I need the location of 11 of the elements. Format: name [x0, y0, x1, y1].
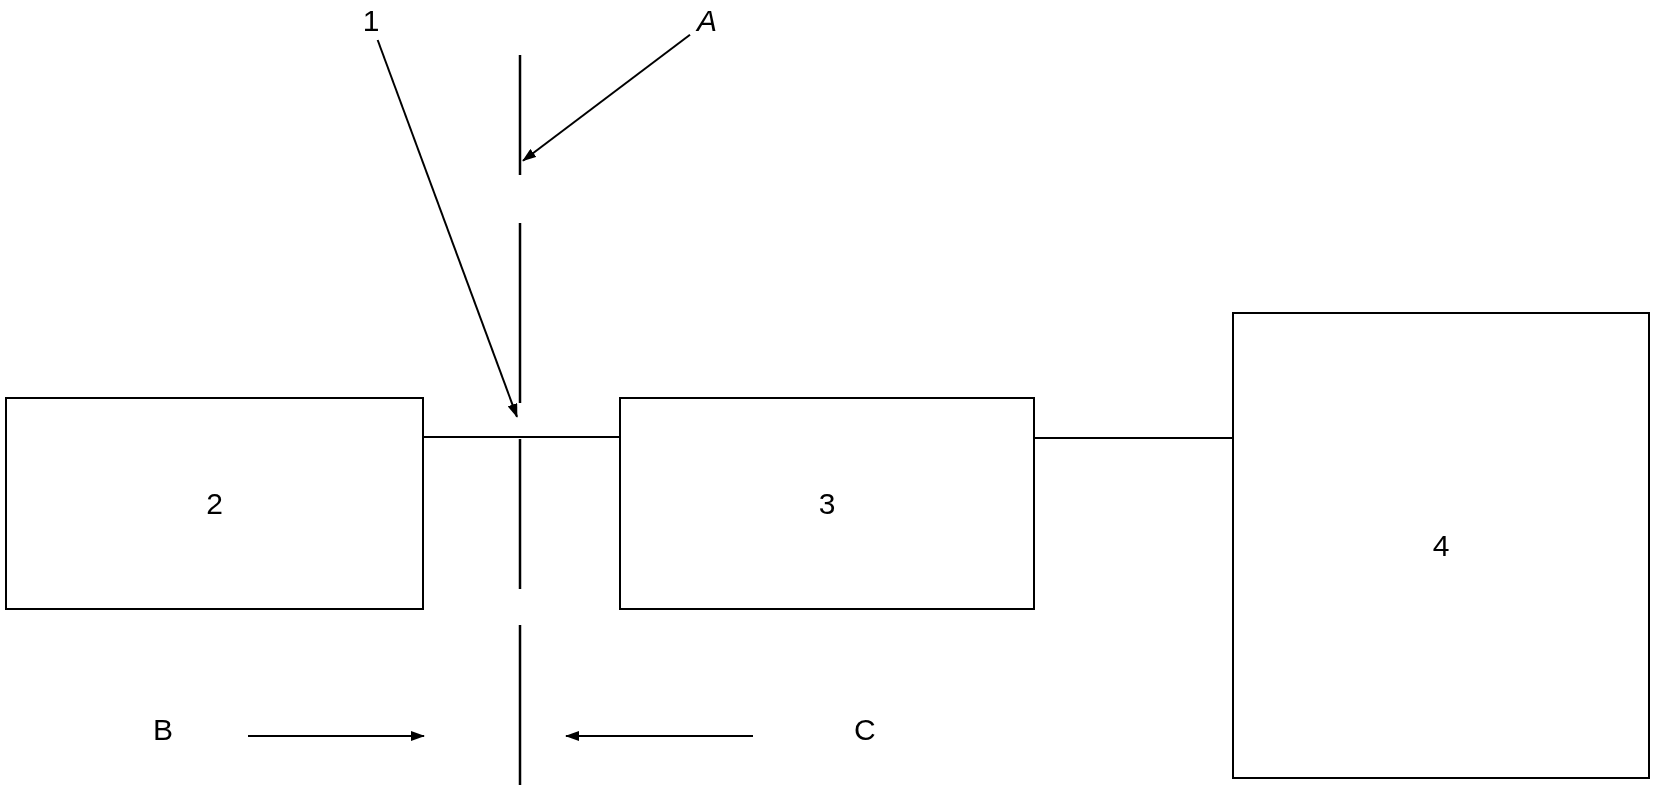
leader-line: [376, 39, 518, 418]
direction-label: C: [854, 713, 876, 747]
connector-line: [1034, 437, 1233, 439]
direction-label: B: [153, 713, 173, 747]
block-box: 2: [5, 397, 424, 610]
leader-line: [522, 33, 691, 162]
block-box: 4: [1232, 312, 1650, 779]
callout-label: 1: [356, 4, 386, 40]
connector-line: [423, 436, 620, 438]
callout-label: A: [690, 4, 724, 40]
block-box: 3: [619, 397, 1035, 610]
